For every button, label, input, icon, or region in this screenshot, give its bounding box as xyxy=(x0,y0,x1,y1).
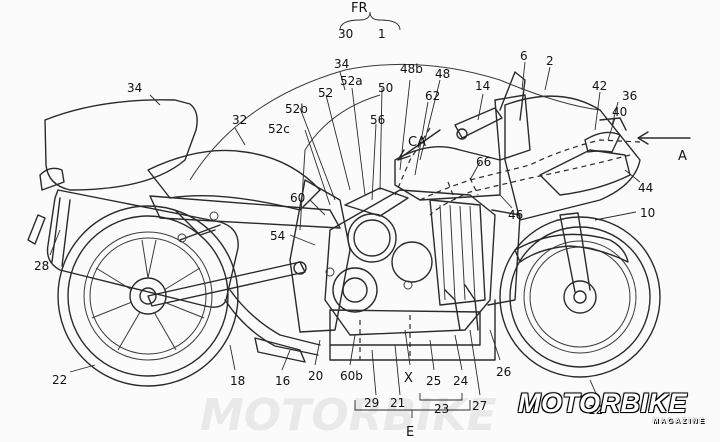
label-54: 54 xyxy=(270,229,285,243)
front-fairing xyxy=(499,71,641,221)
label-22: 22 xyxy=(52,373,67,387)
label-25: 25 xyxy=(426,374,441,388)
rear-wheel xyxy=(57,205,239,387)
intake-branches xyxy=(447,177,479,201)
label-48: 48 xyxy=(435,67,450,81)
label-ca: CA xyxy=(408,135,426,150)
label-52a: 52a xyxy=(340,74,363,88)
ca-arrow xyxy=(399,129,441,159)
frame-side xyxy=(289,179,351,333)
label-28: 28 xyxy=(34,259,49,273)
license-bracket xyxy=(27,214,46,245)
oil-pan xyxy=(329,309,481,346)
ram-air-duct-upper xyxy=(419,139,641,201)
exhaust-pipe xyxy=(224,289,321,356)
instrument-cluster xyxy=(494,94,531,161)
label-18: 18 xyxy=(230,374,245,388)
label-42: 42 xyxy=(592,79,607,93)
label-1: 1 xyxy=(378,27,386,41)
label-10: 10 xyxy=(640,206,655,220)
label-62: 62 xyxy=(425,89,440,103)
label-x: X xyxy=(404,371,413,386)
label-34b: 34 xyxy=(334,57,349,71)
subframe-contour xyxy=(299,94,381,231)
ram-air-duct-lower xyxy=(429,154,631,216)
pivot xyxy=(293,261,307,275)
label-52b: 52b xyxy=(285,102,308,116)
label-24: 24 xyxy=(453,374,468,388)
label-29: 29 xyxy=(364,396,379,410)
muffler xyxy=(46,189,239,308)
label-46: 46 xyxy=(508,208,523,222)
label-23: 23 xyxy=(434,402,449,416)
label-44: 44 xyxy=(638,181,653,195)
rear-linkage xyxy=(174,209,221,241)
label-26: 26 xyxy=(496,365,511,379)
radiator xyxy=(487,209,521,306)
label-6: 6 xyxy=(520,49,528,63)
leader-lines xyxy=(49,61,641,399)
label-21: 21 xyxy=(390,396,405,410)
engine-region-outline xyxy=(329,299,496,361)
rear-seat-cowl xyxy=(44,99,198,191)
logo-subtitle: MAGAZINE xyxy=(652,418,706,425)
label-16: 16 xyxy=(275,374,290,388)
label-2: 2 xyxy=(546,54,554,68)
label-32: 32 xyxy=(232,113,247,127)
background-watermark: MOTORBIKE xyxy=(200,390,497,441)
label-27: 27 xyxy=(472,399,487,413)
label-60: 60 xyxy=(290,191,305,205)
label-12: 12 xyxy=(588,403,603,417)
23-brace xyxy=(419,393,463,401)
tail-light xyxy=(39,167,65,191)
coolant-hoses xyxy=(444,284,479,331)
fr-brace xyxy=(339,11,401,31)
label-66: 66 xyxy=(476,155,491,169)
label-30: 30 xyxy=(338,27,353,41)
front-fender xyxy=(514,233,629,263)
logo-title: MOTORBIKE xyxy=(518,388,688,418)
handlebar xyxy=(454,107,503,139)
label-60b: 60b xyxy=(340,369,363,383)
label-52c: 52c xyxy=(268,122,290,136)
label-14: 14 xyxy=(475,79,490,93)
intake-path xyxy=(394,127,431,196)
reference-labels: FR 30 1 34 32 34 52a 52 52b 52c 50 48b 4… xyxy=(34,1,687,440)
front-wheel xyxy=(499,212,661,378)
exhaust-collector xyxy=(254,337,306,363)
label-36: 36 xyxy=(622,89,637,103)
label-48b: 48b xyxy=(400,62,423,76)
label-fr: FR xyxy=(351,1,368,16)
label-56: 56 xyxy=(370,113,385,127)
label-a: A xyxy=(678,149,687,164)
engine xyxy=(324,187,496,336)
main-seat xyxy=(147,149,321,211)
e-brace xyxy=(354,400,471,418)
label-52: 52 xyxy=(318,86,333,100)
fuel-tank xyxy=(394,145,501,201)
label-20: 20 xyxy=(308,369,323,383)
label-50: 50 xyxy=(378,81,393,95)
label-40: 40 xyxy=(612,105,627,119)
seat-rail xyxy=(149,195,341,229)
frame-envelope xyxy=(189,63,601,181)
label-e: E xyxy=(406,425,414,440)
motorbike-magazine-logo: MOTORBIKE MAGAZINE xyxy=(518,388,708,426)
label-34a: 34 xyxy=(127,81,142,95)
